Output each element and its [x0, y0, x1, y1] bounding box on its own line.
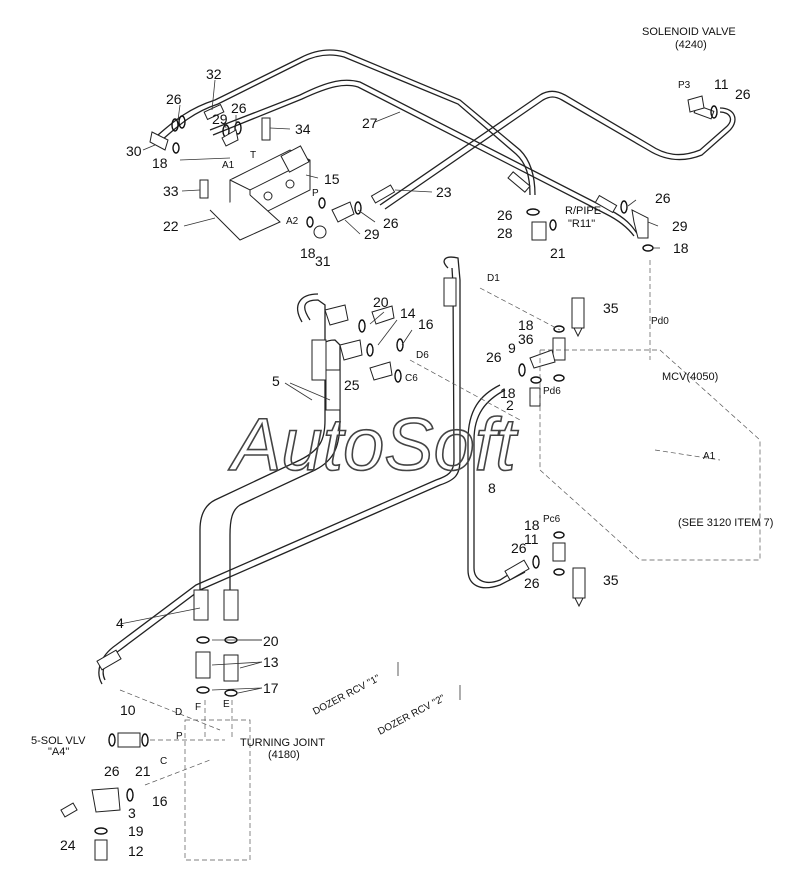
callout-2: 2 [506, 397, 514, 413]
callout-26: 26 [383, 215, 399, 231]
callout-26: 26 [735, 86, 751, 102]
callout-8: 8 [488, 480, 496, 496]
callout-26: 26 [486, 349, 502, 365]
see-item-label: (SEE 3120 ITEM 7) [678, 517, 773, 529]
leader-lines [119, 79, 660, 694]
port-c: C [160, 756, 167, 767]
r-pipe-label: R/PIPE [565, 205, 601, 217]
r11-label: "R11" [568, 218, 595, 230]
sol-vlv-label: 5-SOL VLV [31, 735, 86, 747]
callout-29: 29 [364, 226, 380, 242]
callout-29: 29 [212, 111, 228, 127]
callout-11: 11 [714, 76, 729, 92]
callout-26: 26 [231, 100, 247, 116]
port-pd0: Pd0 [651, 316, 669, 327]
upper-pipes [157, 49, 736, 237]
callout-17: 17 [263, 680, 279, 696]
callout-12: 12 [128, 843, 144, 859]
port-p: P [312, 188, 319, 199]
dozer-rcv-2-label: DOZER RCV "2" [376, 693, 447, 738]
port-d: D [175, 707, 182, 718]
callout-16: 16 [152, 793, 168, 809]
callout-22: 22 [163, 218, 179, 234]
middle-fittings [324, 297, 586, 608]
callout-20: 20 [263, 633, 279, 649]
callout-36: 36 [518, 331, 534, 347]
callout-23: 23 [436, 184, 452, 200]
port-a1: A1 [222, 160, 235, 171]
turning-joint-code: (4180) [268, 749, 300, 761]
port-a1-mcv: A1 [703, 451, 716, 462]
callout-21: 21 [550, 245, 566, 261]
mcv-outline [409, 260, 761, 561]
port-d6: D6 [416, 350, 429, 361]
callout-24: 24 [60, 837, 76, 853]
port-e: E [223, 699, 230, 710]
callout-18: 18 [500, 385, 516, 401]
callout-15: 15 [324, 171, 340, 187]
turning-joint-label: TURNING JOINT [240, 737, 325, 749]
callout-34: 34 [295, 121, 311, 137]
callout-18: 18 [300, 245, 316, 261]
callout-19: 19 [128, 823, 144, 839]
port-labels: T P A1 A2 P3 D1 D6 C6 Pd6 Pd0 A1 Pc6 D F… [160, 80, 716, 767]
port-pc6: Pc6 [543, 514, 561, 525]
callout-28: 28 [497, 225, 513, 241]
port-t: T [250, 150, 256, 161]
callout-30: 30 [126, 143, 142, 159]
port-f: F [195, 702, 201, 713]
callout-18: 18 [673, 240, 689, 256]
callout-9: 9 [508, 340, 516, 356]
callout-25: 25 [344, 377, 360, 393]
callout-11: 11 [524, 531, 539, 547]
callout-18: 18 [524, 517, 540, 533]
callout-35: 35 [603, 300, 619, 316]
callout-14: 14 [400, 305, 416, 321]
callout-numbers: 32 26 26 29 34 30 18 15 33 22 27 23 26 2… [60, 66, 751, 859]
dozer-rcv-1-label: DOZER RCV "1" [311, 673, 382, 718]
callout-3: 3 [128, 805, 136, 821]
callout-27: 27 [362, 115, 378, 131]
callout-35: 35 [603, 572, 619, 588]
callout-33: 33 [163, 183, 179, 199]
port-d1: D1 [487, 273, 500, 284]
callout-16: 16 [418, 316, 434, 332]
callout-4: 4 [116, 615, 124, 631]
mcv-label: MCV(4050) [662, 371, 718, 383]
callout-13: 13 [263, 654, 279, 670]
callout-18: 18 [518, 317, 534, 333]
middle-pipes [96, 256, 530, 685]
port-c6: C6 [405, 373, 418, 384]
solenoid-valve-code: (4240) [675, 39, 707, 51]
callout-5: 5 [272, 373, 280, 389]
lower-parts [60, 636, 461, 861]
callout-29: 29 [672, 218, 688, 234]
autosoft-watermark: AutoSoft [228, 403, 519, 486]
solenoid-valve-block [209, 145, 311, 241]
callout-26: 26 [655, 190, 671, 206]
callout-26: 26 [497, 207, 513, 223]
text-labels: SOLENOID VALVE (4240) R/PIPE "R11" MCV(4… [31, 26, 773, 761]
solenoid-valve-label: SOLENOID VALVE [642, 26, 736, 38]
callout-26: 26 [524, 575, 540, 591]
callout-26: 26 [104, 763, 120, 779]
callout-21: 21 [135, 763, 151, 779]
callout-18: 18 [152, 155, 168, 171]
a4-label: "A4" [48, 746, 69, 758]
callout-20: 20 [373, 294, 389, 310]
callout-26: 26 [511, 540, 527, 556]
callout-26: 26 [166, 91, 182, 107]
port-p3: P3 [678, 80, 691, 91]
port-pd6: Pd6 [543, 386, 561, 397]
callout-31: 31 [315, 253, 331, 269]
callout-32: 32 [206, 66, 222, 82]
callout-10: 10 [120, 702, 136, 718]
upper-fittings [149, 95, 718, 252]
port-p-lower: P [176, 731, 183, 742]
port-a2: A2 [286, 216, 299, 227]
